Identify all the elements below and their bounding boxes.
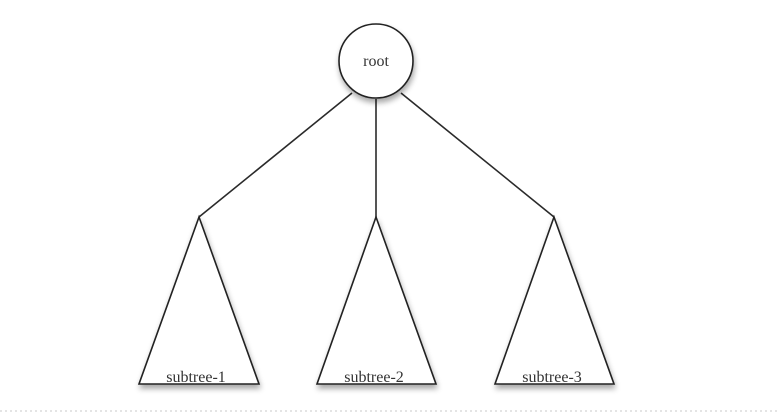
subtree-1-triangle [137,214,261,385]
root-circle [338,23,414,99]
subtree-3-label: subtree-3 [522,369,582,386]
subtree-1-label: subtree-1 [166,369,226,386]
subtree-2-triangle [315,214,438,385]
subtree-3-triangle [493,214,616,385]
edge-root-subtree-3 [400,92,555,218]
subtree-node-1 [137,214,261,385]
root-node [338,23,414,99]
edge-root-subtree-1 [198,92,353,218]
subtree-2-label: subtree-2 [344,369,404,386]
subtree-node-3 [493,214,616,385]
root-label: root [363,53,389,70]
subtree-node-2 [315,214,438,385]
